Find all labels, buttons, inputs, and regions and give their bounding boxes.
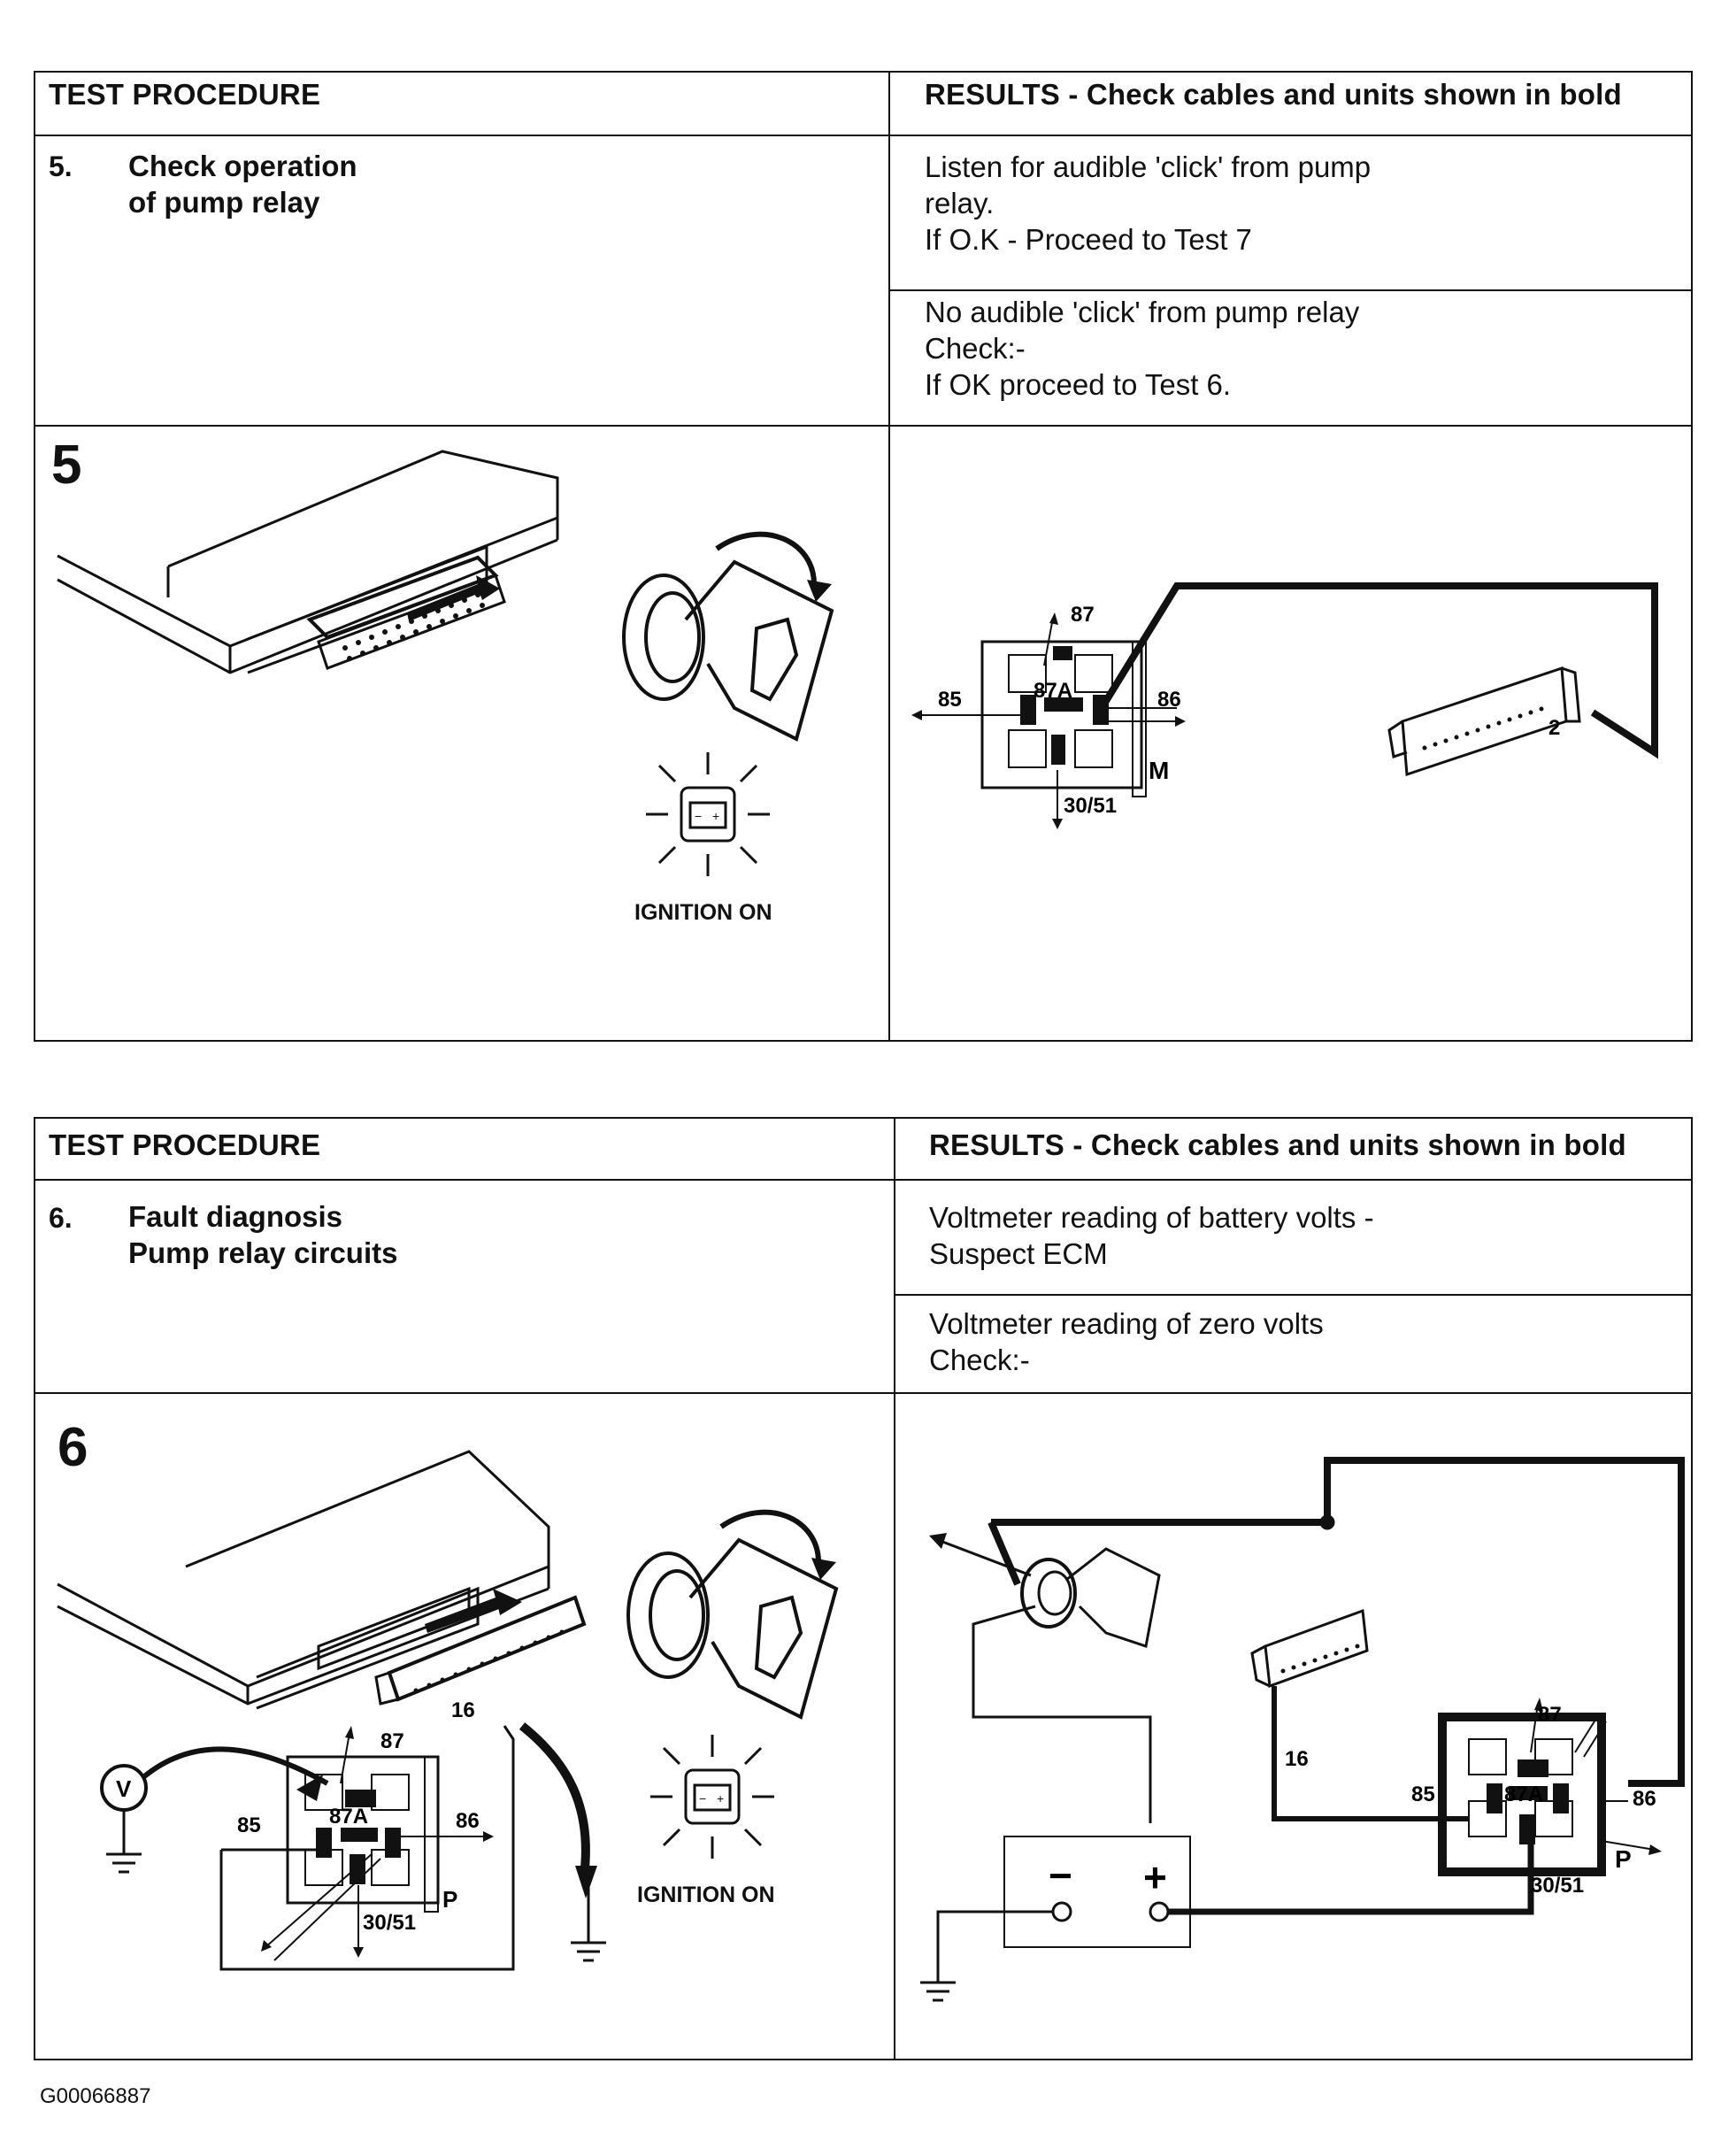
figure-6-ignition-label: IGNITION ON: [637, 1883, 775, 1907]
test-6-step-title: Fault diagnosis Pump relay circuits: [128, 1200, 398, 1269]
figure-6-circuit-diagram: − + 87 87A 85 86 30/51 P 16: [920, 1457, 1685, 2002]
figure-6-right-pin-87: 87: [1538, 1703, 1562, 1727]
svg-text:+: +: [712, 809, 719, 823]
figure-5-battery-light-icon: − +: [646, 752, 770, 876]
test-6-header-divider: [34, 1179, 1693, 1181]
test-5-column-divider: [888, 71, 890, 1042]
test-5-procedure-header: TEST PROCEDURE: [49, 78, 321, 111]
test-6-column-divider: [894, 1117, 895, 2060]
figure-5-pin-30-51: 30/51: [1064, 794, 1117, 818]
test-5-header-divider: [34, 135, 1693, 136]
figure-6-battery-plus: +: [1143, 1854, 1167, 1900]
figure-5-pin-85: 85: [938, 688, 962, 712]
figure-6-number: 6: [58, 1417, 88, 1478]
figure-6-left-relay-tag: P: [442, 1886, 457, 1913]
test-5-results-divider: [888, 289, 1693, 291]
test-6-table: [34, 1117, 1693, 2060]
figure-5-relay-wiring-diagram: 87 87A 85 86 30/51 M 2: [911, 582, 1658, 829]
test-6-results-header: RESULTS - Check cables and units shown i…: [929, 1128, 1626, 1161]
figure-6-battery-light-icon: − +: [650, 1735, 774, 1859]
figure-5-ecm-illustration: [57, 450, 559, 674]
figure-5-pin-86: 86: [1157, 688, 1181, 712]
svg-text:−: −: [699, 1791, 706, 1806]
test-6-result-2: Voltmeter reading of zero volts Check:-: [929, 1307, 1324, 1376]
figure-6-left-pin-87: 87: [380, 1729, 404, 1753]
svg-text:+: +: [717, 1791, 724, 1806]
test-5-results-header: RESULTS - Check cables and units shown i…: [925, 78, 1622, 111]
figure-6-right-connector-pin: 16: [1285, 1747, 1309, 1771]
figure-5-number: 5: [51, 435, 82, 496]
test-6-results-divider: [894, 1294, 1693, 1296]
test-5-step-title: Check operation of pump relay: [128, 150, 357, 219]
figure-5-pin-87: 87: [1071, 603, 1095, 627]
footer-image-code: G00066887: [40, 2084, 151, 2108]
figure-6-left-pin-85: 85: [237, 1813, 261, 1837]
figure-6-right-relay-tag: P: [1615, 1845, 1632, 1873]
figure-6-left-pin-86: 86: [456, 1809, 480, 1833]
test-5-result-1: Listen for audible 'click' from pump rel…: [925, 150, 1372, 256]
figure-6-left-pin-87a: 87A: [329, 1805, 368, 1829]
figure-6-voltmeter-symbol: V: [116, 1775, 132, 1802]
figure-5-relay-tag: M: [1149, 757, 1169, 784]
figure-5-connector-pin: 2: [1548, 716, 1560, 740]
figure-6-left-connector-pin: 16: [451, 1698, 475, 1722]
figure-6-right-pin-86: 86: [1633, 1787, 1656, 1811]
test-6-step-number: 6.: [49, 1202, 73, 1234]
figure-6-ignition-key-icon: [626, 1509, 839, 1720]
figure-5-ignition-label: IGNITION ON: [634, 900, 772, 925]
test-5-table: [34, 71, 1693, 1042]
test-5-figure-divider: [34, 425, 1693, 427]
test-6-result-1: Voltmeter reading of battery volts - Sus…: [929, 1201, 1374, 1270]
figure-6-right-pin-87a: 87A: [1504, 1783, 1543, 1806]
figure-6-ecm-illustration: [57, 1450, 587, 1710]
figure-6-voltmeter-relay-diagram: V 87 87A 85 86 30/51 P 16: [100, 1698, 606, 1971]
figure-5-ignition-key-icon: [622, 531, 834, 742]
test-5-step-number: 5.: [49, 150, 73, 182]
test-6-procedure-header: TEST PROCEDURE: [49, 1128, 321, 1161]
figure-5-pin-87a: 87A: [1034, 679, 1072, 703]
figure-6-left-pin-30-51: 30/51: [363, 1911, 416, 1935]
figure-6-battery-minus: −: [1049, 1852, 1072, 1898]
figure-6-right-pin-85: 85: [1411, 1783, 1435, 1806]
test-5-result-2: No audible 'click' from pump relay Check…: [925, 296, 1360, 401]
svg-text:−: −: [695, 809, 702, 823]
test-6-figure-divider: [34, 1392, 1693, 1394]
figure-6-right-pin-30-51: 30/51: [1531, 1874, 1584, 1898]
